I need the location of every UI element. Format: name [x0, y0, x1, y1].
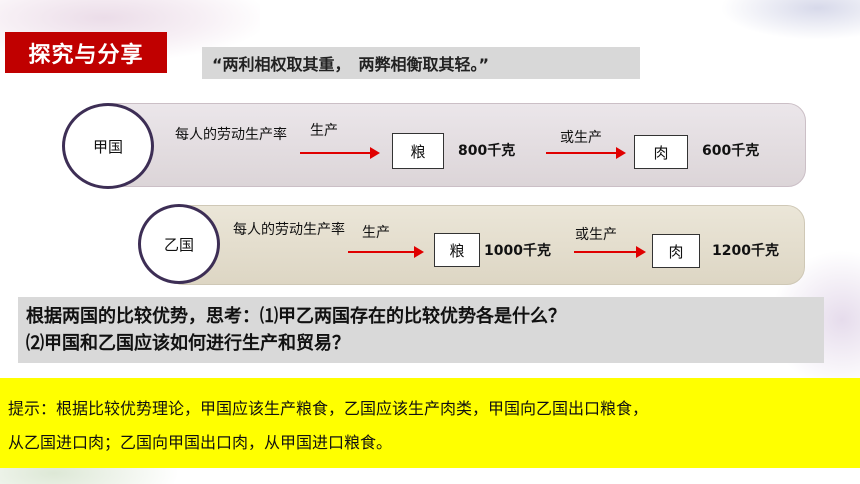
hint-line-2: 从乙国进口肉；乙国向甲国出口肉，从甲国进口粮食。 [8, 433, 393, 452]
amount-meat: 1200千克 [712, 243, 779, 259]
proverb-quote: “两利相权取其重， 两弊相衡取其轻。” [202, 47, 640, 79]
country-circle-b: 乙国 [138, 204, 220, 284]
country-name: 甲国 [92, 137, 123, 156]
product-label: 肉 [668, 242, 684, 261]
question-box: 根据两国的比较优势，思考：⑴甲乙两国存在的比较优势各是什么？ ⑵甲国和乙国应该如… [18, 297, 824, 363]
hint-box: 提示：根据比较优势理论，甲国应该生产粮食，乙国应该生产肉类，甲国向乙国出口粮食，… [0, 378, 860, 468]
hint-line-1: 提示：根据比较优势理论，甲国应该生产粮食，乙国应该生产肉类，甲国向乙国出口粮食， [8, 399, 649, 418]
or-produce-label: 或生产 [575, 227, 617, 243]
arrow [348, 246, 424, 258]
question-line-2: ⑵甲国和乙国应该如何进行生产和贸易？ [26, 333, 350, 354]
section-title: 探究与分享 [5, 32, 167, 73]
amount-grain: 1000千克 [484, 243, 551, 259]
produce-label: 生产 [310, 123, 338, 139]
productivity-label: 每人的劳动生产率 [233, 222, 345, 238]
product-label: 粮 [410, 142, 426, 161]
arrow [300, 147, 380, 159]
product-box-meat: 肉 [634, 135, 688, 169]
or-produce-label: 或生产 [560, 130, 602, 146]
product-box-grain: 粮 [392, 133, 444, 169]
question-line-1: 根据两国的比较优势，思考：⑴甲乙两国存在的比较优势各是什么？ [26, 306, 566, 327]
amount-meat: 600千克 [702, 143, 760, 159]
produce-label: 生产 [362, 225, 390, 241]
arrow [574, 246, 646, 258]
product-label: 肉 [653, 143, 669, 162]
amount-grain: 800千克 [458, 143, 516, 159]
country-name: 乙国 [163, 235, 194, 254]
country-circle-a: 甲国 [62, 103, 154, 189]
product-label: 粮 [449, 241, 465, 260]
product-box-grain: 粮 [434, 233, 480, 267]
country-row-a [88, 103, 806, 187]
product-box-meat: 肉 [652, 234, 700, 268]
productivity-label: 每人的劳动生产率 [175, 127, 287, 143]
decorative-flower-top-right [720, 0, 860, 40]
arrow [546, 147, 626, 159]
